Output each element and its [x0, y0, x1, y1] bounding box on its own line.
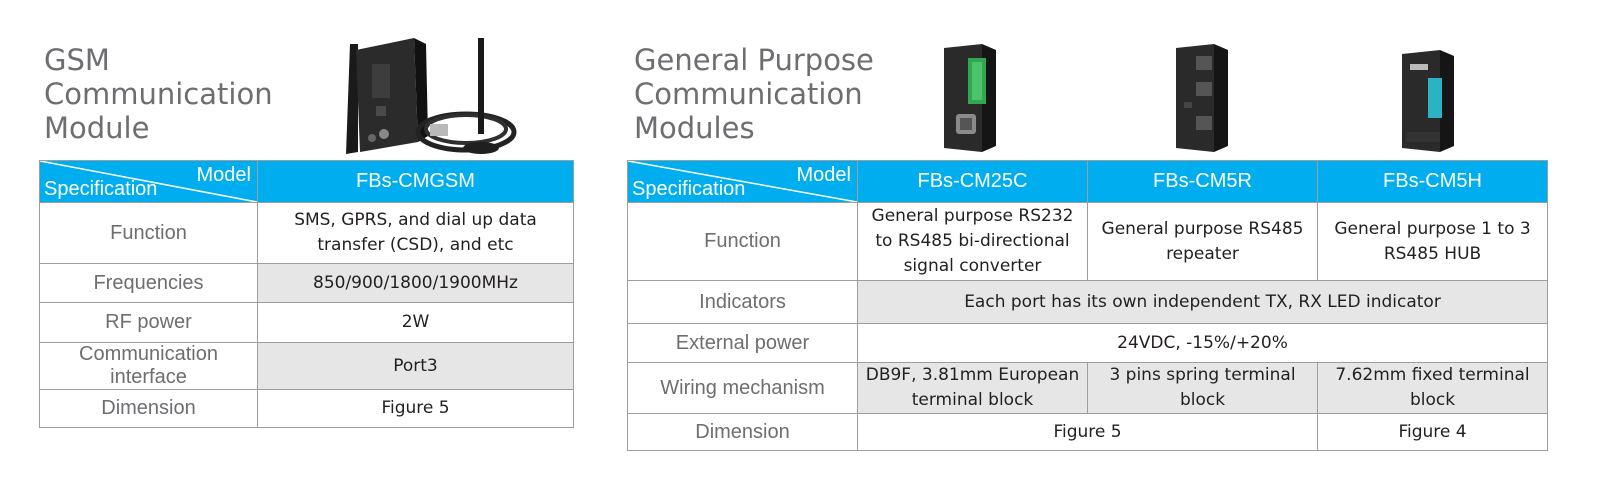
- gp-spec-table: Model Specification FBs-CM25C FBs-CM5R F…: [627, 160, 1548, 451]
- header-diagonal-line: [40, 161, 257, 202]
- row-label-wiring-mechanism: Wiring mechanism: [627, 362, 858, 414]
- model-header-cm5r: FBs-CM5R: [1087, 160, 1318, 203]
- row-label-indicators: Indicators: [627, 280, 858, 324]
- wiring-value-cm25c: DB9F, 3.81mm European terminal block: [857, 362, 1088, 414]
- function-value-cm25c: General purpose RS232 to RS485 bi-direct…: [857, 202, 1088, 281]
- row-label-function: Function: [39, 202, 258, 264]
- indicators-value: Each port has its own independent TX, RX…: [857, 280, 1548, 324]
- row-label-frequencies: Frequencies: [39, 263, 258, 303]
- row-value-frequencies: 850/900/1800/1900MHz: [257, 263, 574, 303]
- row-value-rf-power: 2W: [257, 302, 574, 343]
- header-corner-cell: Model Specification: [39, 160, 258, 203]
- cm5r-module-image: [1176, 44, 1228, 152]
- cm25c-module-image: [944, 44, 996, 152]
- header-diagonal-line: [628, 161, 857, 202]
- header-spec-label: Specification: [44, 178, 158, 200]
- row-label-communication-interface: Communication interface: [39, 342, 258, 390]
- external-power-value: 24VDC, -15%/+20%: [857, 323, 1548, 363]
- model-header-cm25c: FBs-CM25C: [857, 160, 1088, 203]
- dimension-value-cm25c-cm5r: Figure 5: [857, 413, 1318, 451]
- function-value-cm5h: General purpose 1 to 3 RS485 HUB: [1317, 202, 1548, 281]
- row-label-dimension: Dimension: [39, 389, 258, 428]
- model-header: FBs-CMGSM: [257, 160, 574, 203]
- cm5h-module-image: [1402, 50, 1454, 152]
- dimension-value-cm5h: Figure 4: [1317, 413, 1548, 451]
- row-value-dimension: Figure 5: [257, 389, 574, 428]
- header-spec-label: Specification: [632, 178, 746, 200]
- row-label-rf-power: RF power: [39, 302, 258, 343]
- gsm-module-image: [346, 38, 517, 154]
- row-value-communication-interface: Port3: [257, 342, 574, 390]
- gsm-spec-table: Model Specification FBs-CMGSM Function S…: [39, 160, 574, 428]
- model-header-cm5h: FBs-CM5H: [1317, 160, 1548, 203]
- row-label-external-power: External power: [627, 323, 858, 363]
- wiring-value-cm5h: 7.62mm fixed terminal block: [1317, 362, 1548, 414]
- header-model-label: Model: [196, 164, 251, 186]
- row-label-function: Function: [627, 202, 858, 281]
- header-corner-cell: Model Specification: [627, 160, 858, 203]
- gp-section-title: General Purpose Communication Modules: [634, 43, 874, 145]
- row-label-dimension: Dimension: [627, 413, 858, 451]
- gsm-section-title: GSM Communication Module: [44, 43, 273, 145]
- function-value-cm5r: General purpose RS485 repeater: [1087, 202, 1318, 281]
- header-model-label: Model: [796, 164, 851, 186]
- wiring-value-cm5r: 3 pins spring terminal block: [1087, 362, 1318, 414]
- row-value-function: SMS, GPRS, and dial up data transfer (CS…: [257, 202, 574, 264]
